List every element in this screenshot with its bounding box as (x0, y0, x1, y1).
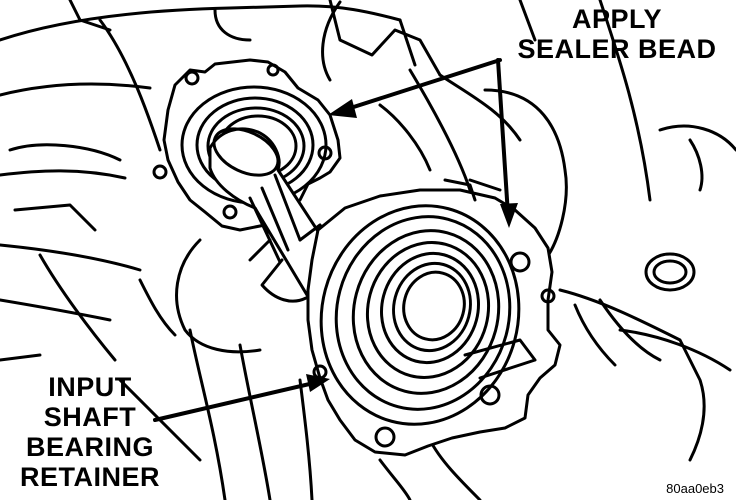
callout-line: APPLY (571, 4, 663, 34)
small-ring (644, 252, 696, 292)
callout-line: SEALER BEAD (517, 34, 717, 64)
input-shaft-leader (153, 380, 320, 422)
arrowheads (306, 99, 518, 392)
figure-id: 80aa0eb3 (666, 481, 724, 496)
input-shaft-bearing-retainer (306, 178, 562, 457)
input-shaft-bearing-retainer-label: INPUT SHAFT BEARING RETAINER (12, 372, 168, 492)
input-shaft (208, 127, 347, 303)
apply-sealer-leaders (336, 58, 510, 217)
callout-line: SHAFT (43, 402, 137, 432)
apply-sealer-bead-label: APPLY SEALER BEAD (506, 4, 728, 64)
callout-line: RETAINER (19, 462, 160, 492)
callout-line: INPUT (48, 372, 132, 402)
callout-line: BEARING (25, 432, 154, 462)
